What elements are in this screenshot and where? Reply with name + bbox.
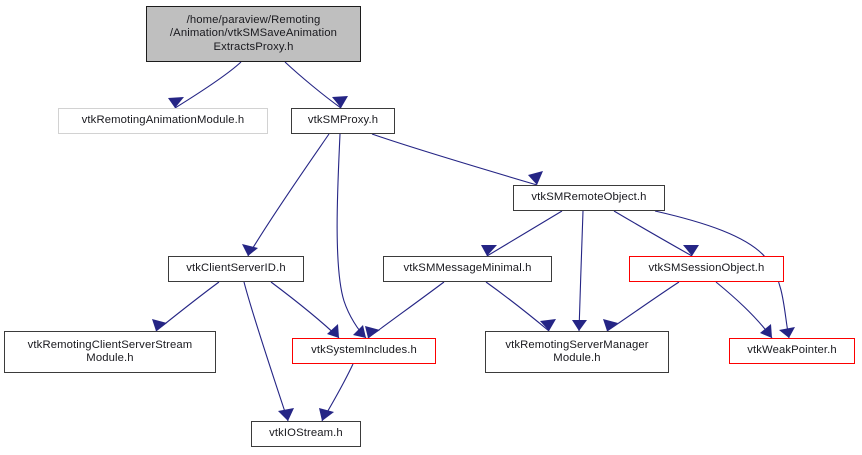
graph-edge-smproxy-to-remoteobject xyxy=(371,133,538,186)
graph-arrowhead-root-to-smproxy xyxy=(332,96,348,108)
graph-arrowhead-systemincludes-to-iostream xyxy=(319,408,334,421)
graph-node-label: vtkIOStream.h xyxy=(269,427,343,440)
graph-node-label: vtkRemotingClientServerStream Module.h xyxy=(27,338,193,364)
graph-node-label: vtkSMRemoteObject.h xyxy=(531,191,647,204)
graph-node-iostream[interactable]: vtkIOStream.h xyxy=(251,421,361,447)
graph-arrowhead-remoteobject-to-weakpointer xyxy=(779,327,795,338)
graph-node-label: vtkRemotingAnimationModule.h xyxy=(81,114,245,127)
graph-arrowhead-messageminimal-to-systemincludes xyxy=(365,326,380,338)
graph-node-messageminimal[interactable]: vtkSMMessageMinimal.h xyxy=(383,256,552,282)
graph-arrowhead-clientserverid-to-systemincludes xyxy=(327,324,339,338)
graph-node-label: /home/paraview/Remoting /Animation/vtkSM… xyxy=(169,13,338,53)
graph-arrowhead-messageminimal-to-servermanagermodule xyxy=(540,319,556,331)
graph-arrowhead-root-to-animmodule xyxy=(168,97,184,108)
graph-node-label: vtkWeakPointer.h xyxy=(747,344,837,357)
graph-arrowhead-clientserverid-to-clientserverstream xyxy=(152,319,167,331)
graph-edge-sessionobject-to-servermanagermodule xyxy=(606,281,680,332)
graph-node-smproxy[interactable]: vtkSMProxy.h xyxy=(291,108,395,134)
graph-node-systemincludes[interactable]: vtkSystemIncludes.h xyxy=(292,338,436,364)
graph-arrowhead-clientserverid-to-iostream xyxy=(278,408,294,421)
graph-edge-clientserverid-to-systemincludes xyxy=(270,281,340,339)
graph-node-remoteobject[interactable]: vtkSMRemoteObject.h xyxy=(513,185,665,211)
graph-node-animmodule[interactable]: vtkRemotingAnimationModule.h xyxy=(58,108,268,134)
graph-node-root: /home/paraview/Remoting /Animation/vtkSM… xyxy=(146,6,361,62)
graph-arrowhead-remoteobject-to-messageminimal xyxy=(481,245,497,256)
graph-node-clientserverid[interactable]: vtkClientServerID.h xyxy=(168,256,304,282)
graph-edge-clientserverid-to-iostream xyxy=(243,281,289,422)
graph-arrowhead-smproxy-to-clientserverid xyxy=(242,244,258,256)
graph-edge-remoteobject-to-sessionobject xyxy=(613,210,693,257)
graph-arrowhead-remoteobject-to-sessionobject xyxy=(683,245,699,256)
graph-node-sessionobject[interactable]: vtkSMSessionObject.h xyxy=(629,256,784,282)
graph-edge-remoteobject-to-messageminimal xyxy=(486,210,563,257)
graph-edge-remoteobject-to-servermanagermodule xyxy=(578,210,584,332)
graph-arrowhead-smproxy-to-systemincludes xyxy=(353,325,366,338)
graph-edge-root-to-smproxy xyxy=(284,61,342,109)
graph-edge-messageminimal-to-systemincludes xyxy=(367,281,445,339)
graph-arrowhead-sessionobject-to-weakpointer xyxy=(760,324,772,338)
graph-edge-smproxy-to-clientserverid xyxy=(247,133,330,257)
graph-node-label: vtkSMMessageMinimal.h xyxy=(403,262,532,275)
graph-node-label: vtkSMSessionObject.h xyxy=(648,262,765,275)
graph-edge-root-to-animmodule xyxy=(174,61,242,109)
graph-edge-sessionobject-to-weakpointer xyxy=(715,281,773,339)
graph-node-weakpointer[interactable]: vtkWeakPointer.h xyxy=(729,338,855,364)
graph-node-clientserverstream[interactable]: vtkRemotingClientServerStream Module.h xyxy=(4,331,216,373)
graph-node-label: vtkSMProxy.h xyxy=(307,114,379,127)
graph-edge-smproxy-to-systemincludes xyxy=(336,133,367,339)
graph-arrowhead-remoteobject-to-servermanagermodule xyxy=(572,320,587,331)
graph-node-label: vtkClientServerID.h xyxy=(186,262,286,275)
graph-arrowhead-smproxy-to-remoteobject xyxy=(528,171,543,185)
graph-node-label: vtkRemotingServerManager Module.h xyxy=(505,338,649,364)
graph-arrowhead-sessionobject-to-servermanagermodule xyxy=(603,319,618,331)
graph-edge-messageminimal-to-servermanagermodule xyxy=(485,281,550,332)
graph-node-label: vtkSystemIncludes.h xyxy=(311,344,417,357)
graph-node-servermanagermodule[interactable]: vtkRemotingServerManager Module.h xyxy=(485,331,669,373)
